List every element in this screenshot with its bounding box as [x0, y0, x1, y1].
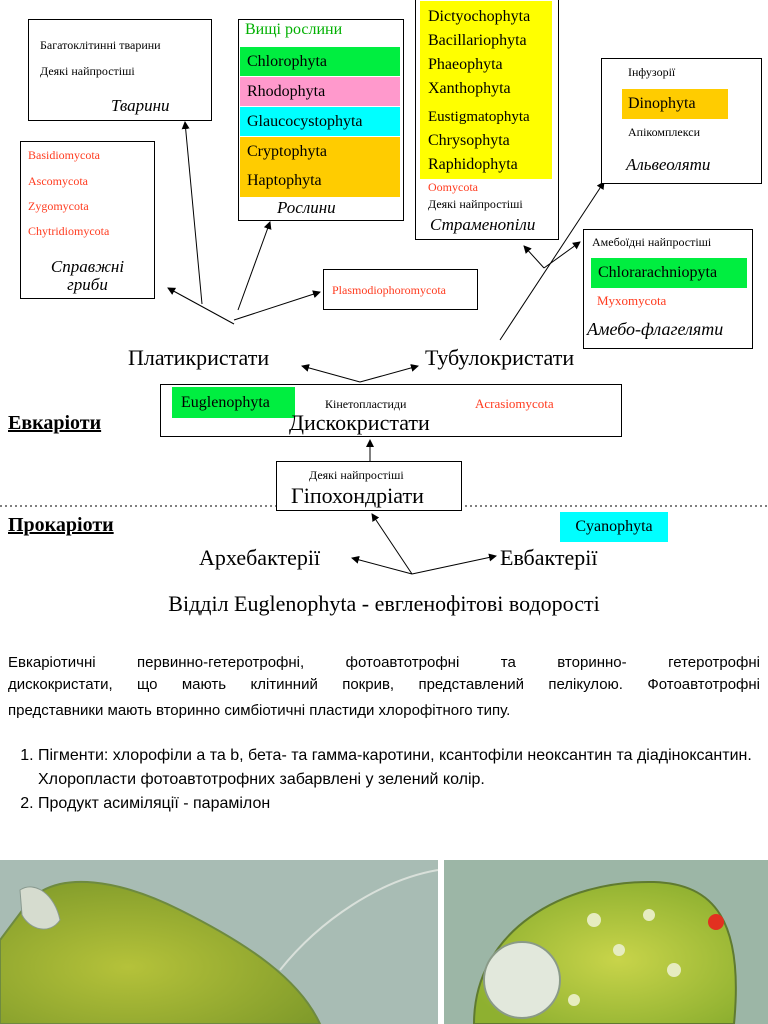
fungi-item: Chytridiomycota: [28, 224, 110, 238]
plants-group-cryptophyta-haptophyta: Cryptophyta Haptophyta: [240, 137, 400, 197]
stramenopiles-list-top: Dictyochophyta Bacillariophyta Phaeophyt…: [428, 5, 530, 101]
cyanophyta-badge: Cyanophyta: [560, 512, 668, 542]
alveolates-box: Інфузорії Dinophyta Апікомплекси Альвеол…: [601, 58, 762, 184]
stramenopiles-group: Dictyochophyta: [428, 8, 531, 25]
stramenopiles-oomycota: Oomycota: [428, 180, 478, 194]
alveolates-dinophyta-label: Dinophyta: [628, 95, 696, 112]
plants-box: Вищі рослини Chlorophyta Rhodophyta Glau…: [238, 19, 404, 221]
fungi-title: Справжні гриби: [21, 258, 154, 294]
description: Евкаріотичні первинно-гетеротрофні, фото…: [8, 652, 760, 726]
fungi-title-line: Справжні: [50, 257, 125, 276]
micrograph-euglena-right: [444, 860, 768, 1024]
plants-group-label: Chlorophyta: [247, 53, 327, 70]
fungi-item: Ascomycota: [28, 174, 88, 188]
stramenopiles-bands: [420, 1, 552, 179]
micrograph-euglena-left: [0, 860, 438, 1024]
stramenopiles-group: Eustigmatophyta: [428, 109, 530, 125]
alveolates-dinophyta: Dinophyta: [622, 89, 728, 119]
plants-header: Вищі рослини: [245, 21, 343, 38]
description-line: Евкаріотичні первинно-гетеротрофні, фото…: [8, 654, 760, 671]
amoeboflagellates-box: Амебоїдні найпростіші Chlorarachniopyta …: [583, 229, 753, 349]
node-eubacteria: Евбактерії: [500, 545, 598, 570]
node-archaebacteria: Архебактерії: [199, 545, 321, 570]
discocristates-acrasiomycota: Acrasiomycota: [475, 396, 554, 411]
stramenopiles-group: Xanthophyta: [428, 80, 511, 97]
amoeboflagellates-title: Амебо-флагеляти: [587, 319, 724, 339]
description-line: представники мають вторинно симбіотичні …: [8, 702, 511, 719]
fungi-box: Basidiomycota Ascomycota Zygomycota Chyt…: [20, 141, 155, 299]
amoeboflagellates-chlorarachnio-label: Chlorarachniopyta: [598, 264, 718, 281]
heading-prokaryotes: Прокаріоти: [8, 514, 114, 536]
plants-group-rhodophyta: Rhodophyta: [240, 77, 400, 106]
hypochondriates-protists: Деякі найпростіші: [309, 468, 404, 482]
section-title: Відділ Euglenophyta - евгленофітові водо…: [168, 591, 600, 616]
fungi-item: Basidiomycota: [28, 148, 100, 162]
plasmodio-label: Plasmodiophoromycota: [332, 283, 446, 297]
stramenopiles-protists: Деякі найпростіші: [428, 197, 523, 211]
alveolates-title: Альвеоляти: [626, 155, 711, 174]
heading-eukaryotes: Евкаріоти: [8, 412, 102, 434]
cyanophyta-label: Cyanophyta: [575, 518, 653, 535]
plants-group-label: Glaucocystophyta: [247, 113, 363, 130]
discocristates-kinetoplastids: Кінетопластиди: [325, 397, 407, 411]
plasmodio-box: Plasmodiophoromycota: [323, 269, 478, 310]
animals-title: Тварини: [111, 96, 170, 115]
animals-item-multicellular: Багатоклітинні тварини: [40, 38, 161, 52]
amoeboflagellates-chlorarachnio: Chlorarachniopyta: [591, 258, 747, 288]
stramenopiles-group: Bacillariophyta: [428, 32, 527, 49]
amoeboflagellates-amoeboid: Амебоїдні найпростіші: [592, 235, 712, 249]
node-platycristates: Платикристати: [128, 345, 270, 370]
amoeboflagellates-myxomycota: Myxomycota: [597, 293, 667, 308]
plants-group-label: Rhodophyta: [247, 83, 326, 100]
discocristates-euglenophyta-label: Euglenophyta: [181, 394, 270, 411]
plants-group-label: Cryptophyta: [247, 143, 327, 160]
alveolates-apicomplexa: Апікомплекси: [628, 125, 701, 139]
stramenopiles-title: Страменопіли: [430, 215, 536, 234]
node-discocristates: Дискокристати: [289, 410, 430, 435]
euglena-cell-right-image: [444, 860, 768, 1024]
fungi-item: Zygomycota: [28, 199, 89, 213]
stramenopiles-box: Dictyochophyta Bacillariophyta Phaeophyt…: [415, 0, 559, 240]
points-list: Пігменти: хлорофіли а та b, бета- та гам…: [8, 744, 760, 816]
euglena-cell-left-image: [0, 860, 438, 1024]
alveolates-ciliates: Інфузорії: [628, 65, 676, 79]
stramenopiles-list-bottom: Eustigmatophyta Chrysophyta Raphidophyta: [428, 105, 530, 177]
plants-group-glaucocystophyta: Glaucocystophyta: [240, 107, 400, 136]
discocristates-euglenophyta: Euglenophyta: [172, 387, 295, 418]
node-tubulocristates: Тубулокристати: [425, 345, 575, 370]
node-hypochondriates: Гіпохондріати: [291, 483, 424, 508]
stramenopiles-group: Raphidophyta: [428, 156, 518, 173]
animals-box: Багатоклітинні тварини Деякі найпростіші…: [28, 19, 212, 121]
animals-item-protists: Деякі найпростіші: [40, 64, 135, 78]
point-assimilation-product: Продукт асиміляції - парамілон: [38, 792, 760, 816]
point-pigments: Пігменти: хлорофіли а та b, бета- та гам…: [38, 744, 760, 792]
description-line: дискокристати, що мають клітинний покрив…: [8, 676, 760, 693]
plants-title: Рослини: [277, 198, 336, 217]
stramenopiles-group: Chrysophyta: [428, 132, 510, 149]
fungi-title-line: гриби: [67, 275, 108, 294]
plants-group-chlorophyta: Chlorophyta: [240, 47, 400, 76]
stramenopiles-group: Phaeophyta: [428, 56, 503, 73]
discocristates-box: Euglenophyta Кінетопластиди Acrasiomycot…: [160, 384, 622, 437]
plants-group-label: Haptophyta: [247, 172, 322, 189]
hypochondriates-box: Деякі найпростіші Гіпохондріати: [276, 461, 462, 511]
